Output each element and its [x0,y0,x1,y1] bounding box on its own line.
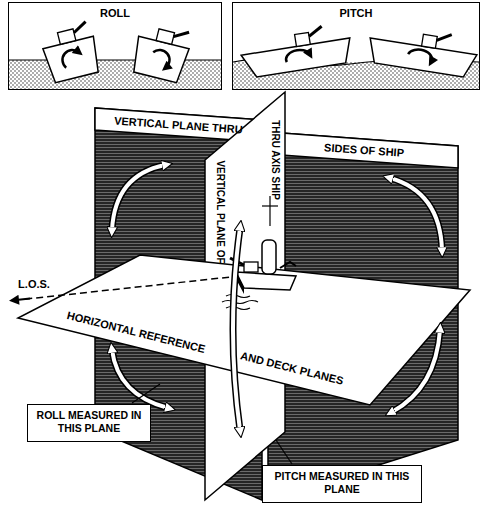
line-of-sight-label: L.O.S. [18,279,50,290]
panel-title: ROLL [13,7,217,21]
plane-label: VERTICAL PLANE OF [215,160,225,263]
roll-callout-box: ROLL MEASURED IN THIS PLANE [27,404,151,442]
callout-text: PITCH MEASURED IN THIS PLANE [269,470,415,496]
pitch-panel: PITCH [232,2,480,90]
panel-title: PITCH [237,7,475,21]
callout-text: ROLL MEASURED IN THIS PLANE [34,409,144,435]
roll-panel: ROLL [8,2,222,90]
pitch-callout-box: PITCH MEASURED IN THIS PLANE [262,465,422,503]
plane-label: THRU AXIS SHIP [270,120,280,200]
